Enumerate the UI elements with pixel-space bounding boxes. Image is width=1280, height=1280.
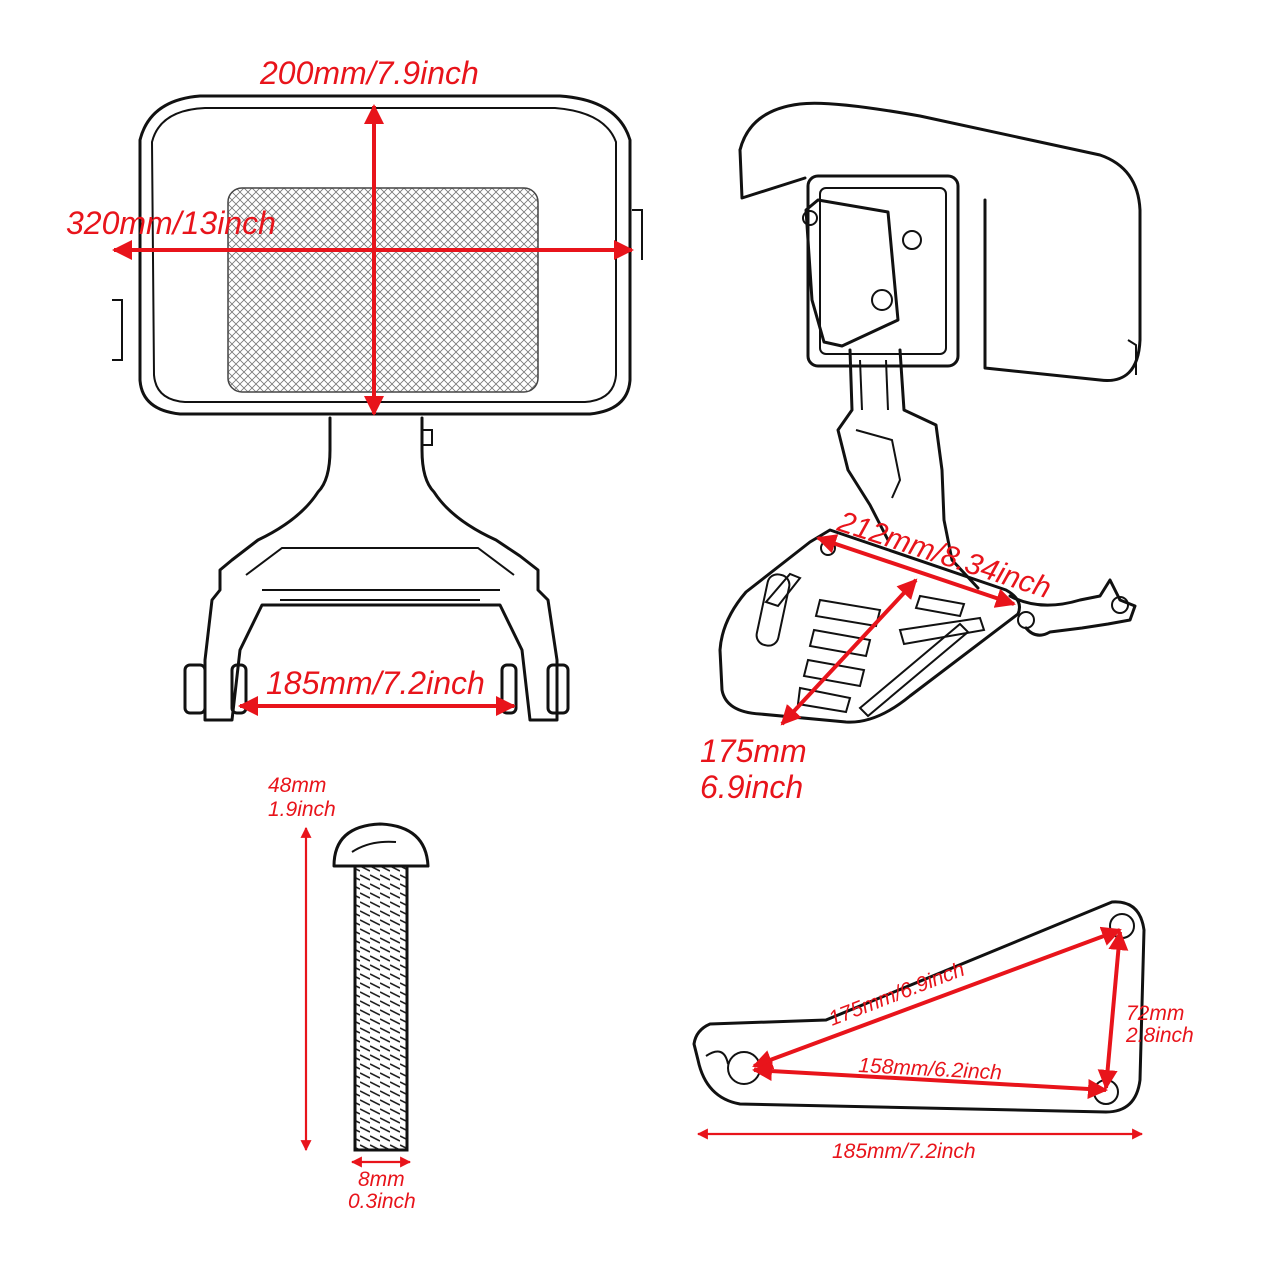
plate-height-in-label: 2.8inch xyxy=(1125,1024,1194,1047)
plate-diagonal-arrow xyxy=(752,926,1122,1070)
plate-length-label: 185mm/7.2inch xyxy=(832,1140,976,1163)
plate-base-arrow xyxy=(752,1061,1108,1099)
bolt-diameter-mm-label: 8mm xyxy=(358,1168,405,1191)
rack-width-arrow xyxy=(816,534,1016,608)
rack-depth-in-label: 6.9inch xyxy=(700,769,803,805)
plate-height-arrow xyxy=(1097,930,1129,1090)
bolt-diameter-in-label: 0.3inch xyxy=(348,1190,416,1213)
rack-depth-mm-label: 175mm xyxy=(700,733,807,769)
bolt-drawing xyxy=(332,822,430,1152)
backrest-front-view xyxy=(112,94,643,722)
bolt-length-mm-label: 48mm xyxy=(268,774,326,797)
backrest-angled-view xyxy=(718,101,1142,724)
backrest-width-label: 320mm/13inch xyxy=(66,205,276,241)
rack-depth-arrow xyxy=(780,578,918,726)
bolt-length-in-label: 1.9inch xyxy=(268,798,336,821)
mount-spacing-label: 185mm/7.2inch xyxy=(266,665,485,701)
backrest-height-label: 200mm/7.9inch xyxy=(259,55,479,91)
plate-height-mm-label: 72mm xyxy=(1126,1002,1184,1025)
plate-base-label: 158mm/6.2inch xyxy=(858,1054,1003,1084)
